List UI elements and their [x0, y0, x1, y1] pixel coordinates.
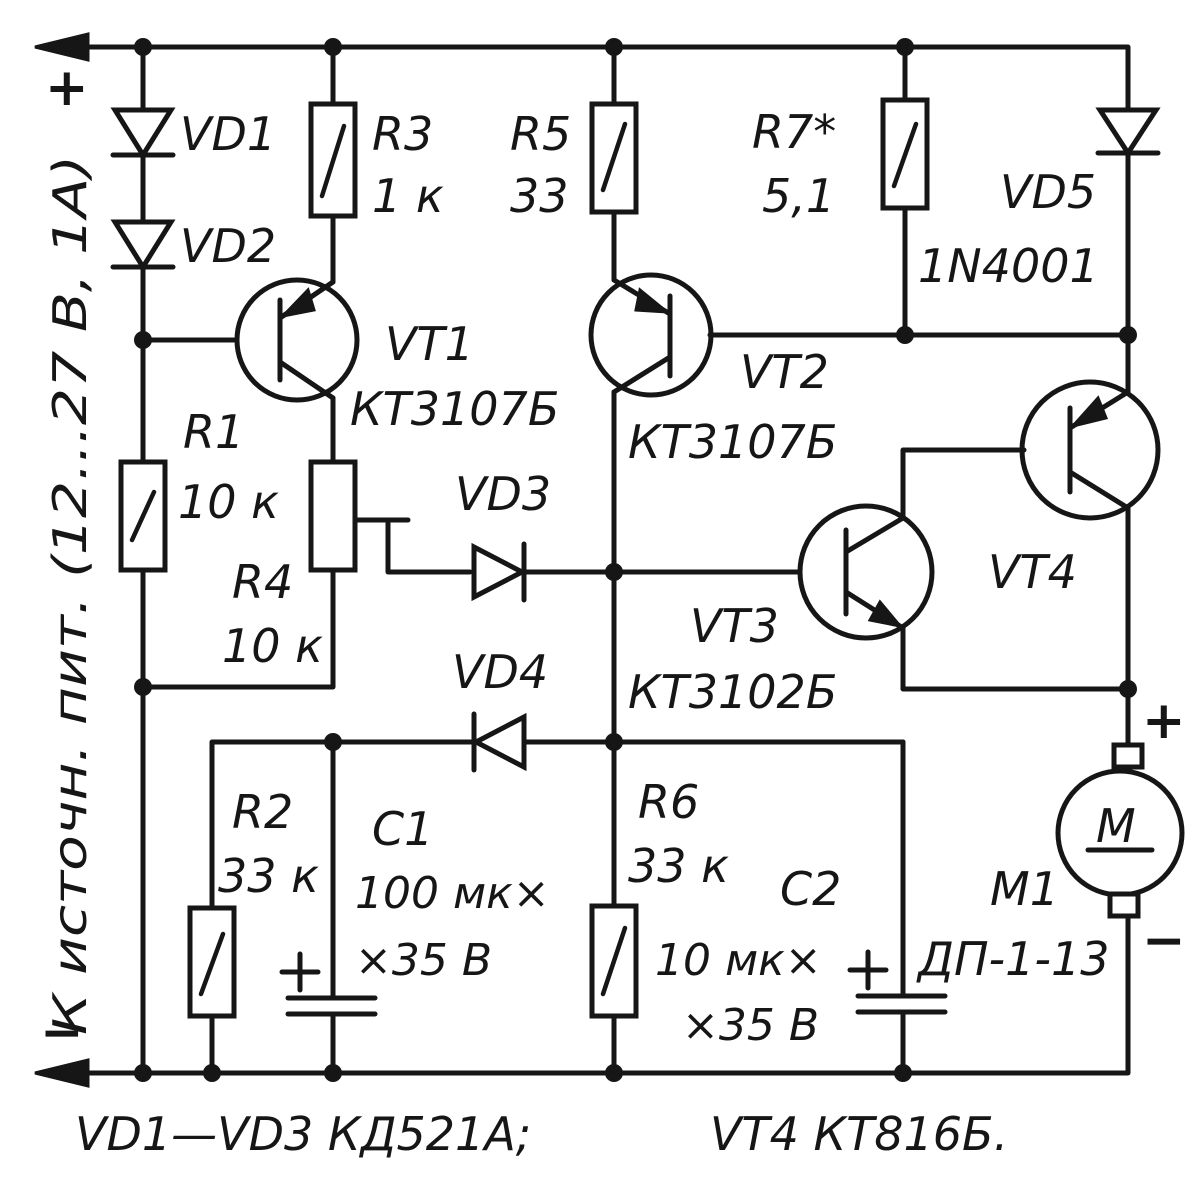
resistor-r6 [589, 903, 639, 1019]
label-vt2-type: КТ3107Б [628, 415, 837, 469]
resistor-r2 [187, 905, 237, 1019]
label-m1-symbol: М [1096, 799, 1136, 853]
label-r1: R1 [183, 405, 244, 459]
label-c1-value1: 100 мк× [355, 868, 550, 919]
label-c1-value2: ×35 В [355, 935, 492, 986]
label-r2: R2 [232, 785, 293, 839]
label-c1: С1 [372, 802, 433, 856]
vt3-emitter-wire [900, 625, 1131, 692]
transistor-vt3 [797, 503, 935, 641]
resistor-r5 [589, 101, 639, 215]
transistor-vt2 [588, 272, 714, 398]
diode-vd5 [1095, 107, 1161, 158]
label-vt3: VT3 [690, 599, 779, 653]
label-r7-value: 5,1 [762, 169, 835, 223]
label-r4: R4 [232, 555, 293, 609]
label-vd5-type: 1N4001 [918, 239, 1099, 293]
vd4-cathode-wire [209, 739, 477, 911]
diode-vd2 [110, 219, 176, 272]
label-c2-value2: ×35 В [682, 1000, 819, 1051]
footer-left-note: VD1—VD3 КД521А; [75, 1107, 531, 1161]
label-c2: С2 [780, 862, 841, 916]
motor-m1 [1055, 742, 1185, 919]
label-vt4: VT4 [988, 545, 1077, 599]
resistor-r3 [308, 101, 358, 219]
resistor-r7 [880, 97, 930, 211]
label-vt1-type: КТ3107Б [350, 382, 559, 436]
label-r5-value: 33 [510, 169, 569, 223]
label-vd2: VD2 [180, 219, 276, 273]
label-r6-value: 33 к [628, 839, 729, 893]
r4-bottom-wire [140, 567, 336, 690]
label-vd4: VD4 [452, 645, 548, 699]
label-r3: R3 [372, 107, 433, 161]
label-vd5: VD5 [1000, 165, 1096, 219]
transistor-vt1 [234, 277, 360, 403]
label-vd1: VD1 [180, 107, 276, 161]
supply-plus-sign: + [45, 58, 89, 118]
label-r6: R6 [638, 775, 699, 829]
label-r3-value: 1 к [372, 169, 444, 223]
diode-vd3 [471, 541, 528, 603]
label-m1-type: ДП-1-13 [916, 932, 1110, 986]
capacitor-c2 [847, 739, 948, 1076]
label-vt1: VT1 [385, 317, 474, 371]
motor-minus-sign: − [1142, 911, 1186, 971]
label-m1: М1 [990, 862, 1059, 916]
diode-vd4 [470, 711, 527, 773]
supply-side-label: К источн. пит. (12...27 В, 1А) [43, 155, 97, 1035]
supply-minus-sign: − [40, 1003, 84, 1063]
label-vd3: VD3 [455, 467, 551, 521]
label-r2-value: 33 к [218, 849, 319, 903]
vt4-base-wire [900, 447, 1027, 523]
negative-rail [34, 912, 1131, 1088]
resistor-r4 [308, 459, 473, 575]
footer-right-note: VT4 КТ816Б. [710, 1107, 1008, 1161]
label-vt2: VT2 [740, 345, 829, 399]
label-r4-value: 10 к [222, 619, 323, 673]
resistor-r1 [118, 459, 168, 573]
motor-plus-sign: + [1142, 691, 1186, 751]
label-c2-value1: 10 мк× [655, 935, 822, 986]
junction-dots [134, 38, 1137, 1082]
label-r1-value: 10 к [178, 475, 279, 529]
capacitor-c1 [279, 739, 378, 1076]
positive-rail [34, 32, 1131, 113]
transistor-vt4 [1019, 379, 1161, 521]
label-vt3-type: КТ3102Б [628, 665, 837, 719]
diode-vd1 [110, 107, 176, 160]
label-r7: R7* [752, 105, 836, 159]
label-r5: R5 [510, 107, 571, 161]
